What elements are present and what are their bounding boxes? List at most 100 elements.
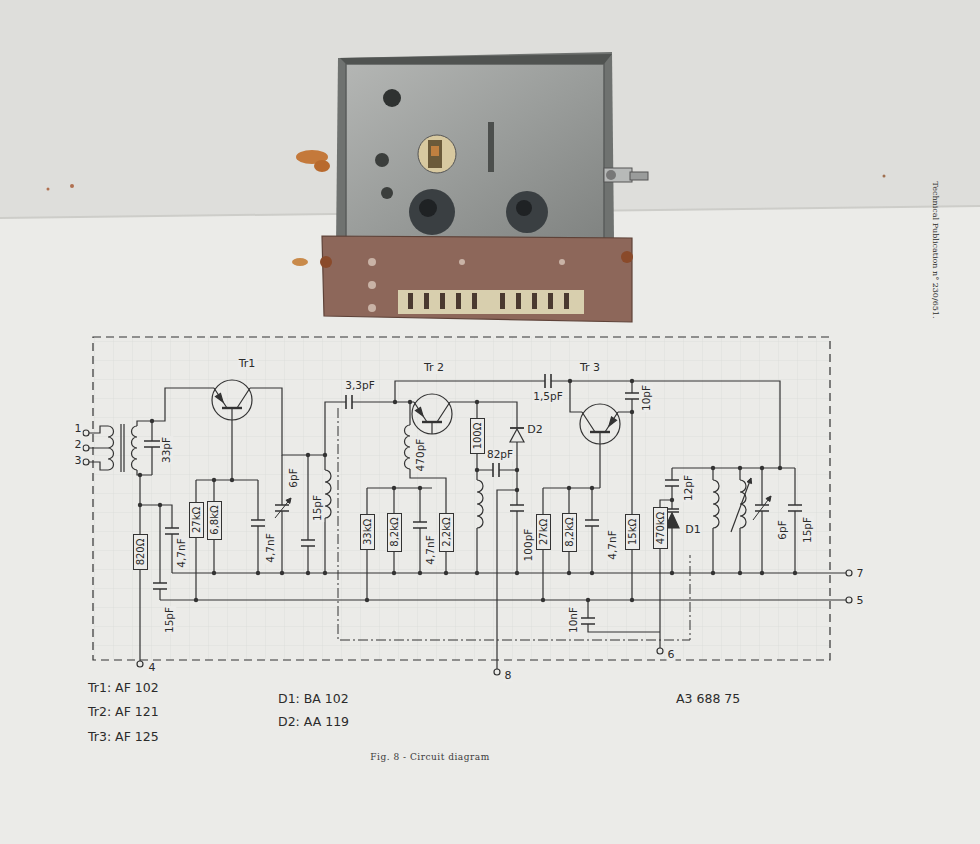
resistor-box: 27kΩ [189, 502, 204, 538]
part-list: D2: AA 119 [278, 715, 349, 729]
transistor-symbol [212, 380, 252, 420]
part-list: Tr2: AF 121 [88, 705, 159, 719]
enclosure-outline [93, 337, 830, 660]
publication-note: Technical Publication n° 230/651. [931, 182, 940, 319]
tuner-module-photo [516, 200, 532, 216]
transistor-symbol [582, 412, 618, 432]
shield-outline [338, 408, 690, 640]
resistor-value: 2,2kΩ [441, 517, 452, 546]
capacitor-symbol [788, 505, 802, 511]
junction-dot [760, 571, 764, 575]
junction-dot [444, 571, 448, 575]
trimmer-arrow [275, 498, 291, 518]
coil-symbol [405, 425, 411, 469]
terminal-symbol [83, 430, 852, 675]
junction-dot [670, 571, 674, 575]
stain [314, 160, 330, 172]
tuner-module-photo [604, 168, 632, 182]
capacitor-symbol [144, 441, 160, 447]
terminal-symbol [846, 570, 852, 576]
junction-dot [586, 598, 590, 602]
junction-dot [323, 453, 327, 457]
trimmer-arrow [286, 498, 291, 504]
wire [713, 468, 795, 573]
resistor-value: 100Ω [472, 423, 483, 450]
diode-label: D1 [684, 524, 701, 536]
terminal-number: 2 [74, 439, 83, 451]
junction-dot [280, 571, 284, 575]
tuner-module-photo [428, 140, 442, 168]
transistor-symbol [216, 393, 224, 402]
junction-dot [138, 379, 797, 602]
capacitor-value: 4,7nF [176, 537, 188, 568]
junction-dot [393, 400, 397, 404]
tuner-module-photo [408, 293, 569, 309]
transistor-label: Tr 2 [423, 362, 445, 374]
capacitor-symbol [165, 528, 179, 534]
tuner-module-photo [340, 54, 612, 64]
wire [89, 426, 108, 470]
wire [196, 388, 325, 600]
capacitor-symbol [346, 395, 352, 409]
capacitor-symbol [665, 480, 679, 486]
trimmer-arrow [275, 478, 771, 520]
junction-dot [630, 379, 634, 383]
tuner-module-photo [532, 293, 537, 309]
capacitor-symbol [275, 505, 289, 511]
tuner-module-photo [408, 293, 413, 309]
terminal-symbol [83, 430, 89, 436]
transistor-symbol [414, 402, 450, 434]
junction-dot [306, 453, 310, 457]
tuner-module-photo [488, 122, 494, 172]
capacitor-value: 82pF [486, 449, 514, 461]
capacitor-value: 6pF [777, 519, 789, 540]
enclosure-outline [93, 337, 830, 660]
junction-dot [212, 478, 216, 482]
capacitor-value: 15pF [164, 606, 176, 634]
junction-dot [590, 486, 594, 490]
wire [450, 402, 517, 669]
capacitor-value: 15pF [802, 516, 814, 544]
junction-dot [793, 571, 797, 575]
junction-dot [194, 598, 198, 602]
stain [883, 175, 886, 178]
wire [89, 381, 846, 669]
terminal-symbol [83, 445, 89, 451]
junction-dot [475, 468, 479, 472]
wire [570, 381, 632, 600]
transistor-label: Tr 3 [579, 362, 601, 374]
junction-dot [323, 571, 327, 575]
tuner-module-photo [548, 293, 553, 309]
resistor-value: 6,8kΩ [209, 505, 220, 534]
tuner-module-photo [398, 290, 584, 314]
wire [282, 455, 325, 573]
wire [137, 388, 214, 661]
resistor-box: 8,2kΩ [387, 513, 402, 552]
tuner-module-photo [418, 135, 456, 173]
junction-dot [392, 486, 396, 490]
tuner-module-photo [516, 293, 521, 309]
paper-sheet [0, 206, 980, 844]
terminal-number: 1 [74, 423, 83, 435]
tuner-module-photo [500, 293, 505, 309]
junction-dot [738, 466, 742, 470]
junction-dot [711, 571, 715, 575]
resistor-value: 33kΩ [362, 519, 373, 545]
junction-dot [138, 503, 142, 507]
junction-dot [392, 571, 396, 575]
capacitor-symbol [251, 520, 265, 526]
tuner-module-photo [431, 146, 439, 156]
wire [395, 381, 780, 468]
trimmer-arrow [766, 496, 771, 502]
capacitor-value: 4,7nF [425, 534, 437, 565]
drawing-number: A3 688 75 [676, 692, 740, 706]
terminal-number: 3 [74, 455, 83, 467]
capacitor-symbol [510, 505, 524, 511]
figure-caption: Fig. 8 - Circuit diagram [370, 752, 489, 762]
resistor-box: 820Ω [133, 534, 148, 570]
capacitor-symbol [585, 520, 599, 526]
resistor-value: 820Ω [135, 539, 146, 566]
resistor-box: 2,2kΩ [439, 513, 454, 552]
